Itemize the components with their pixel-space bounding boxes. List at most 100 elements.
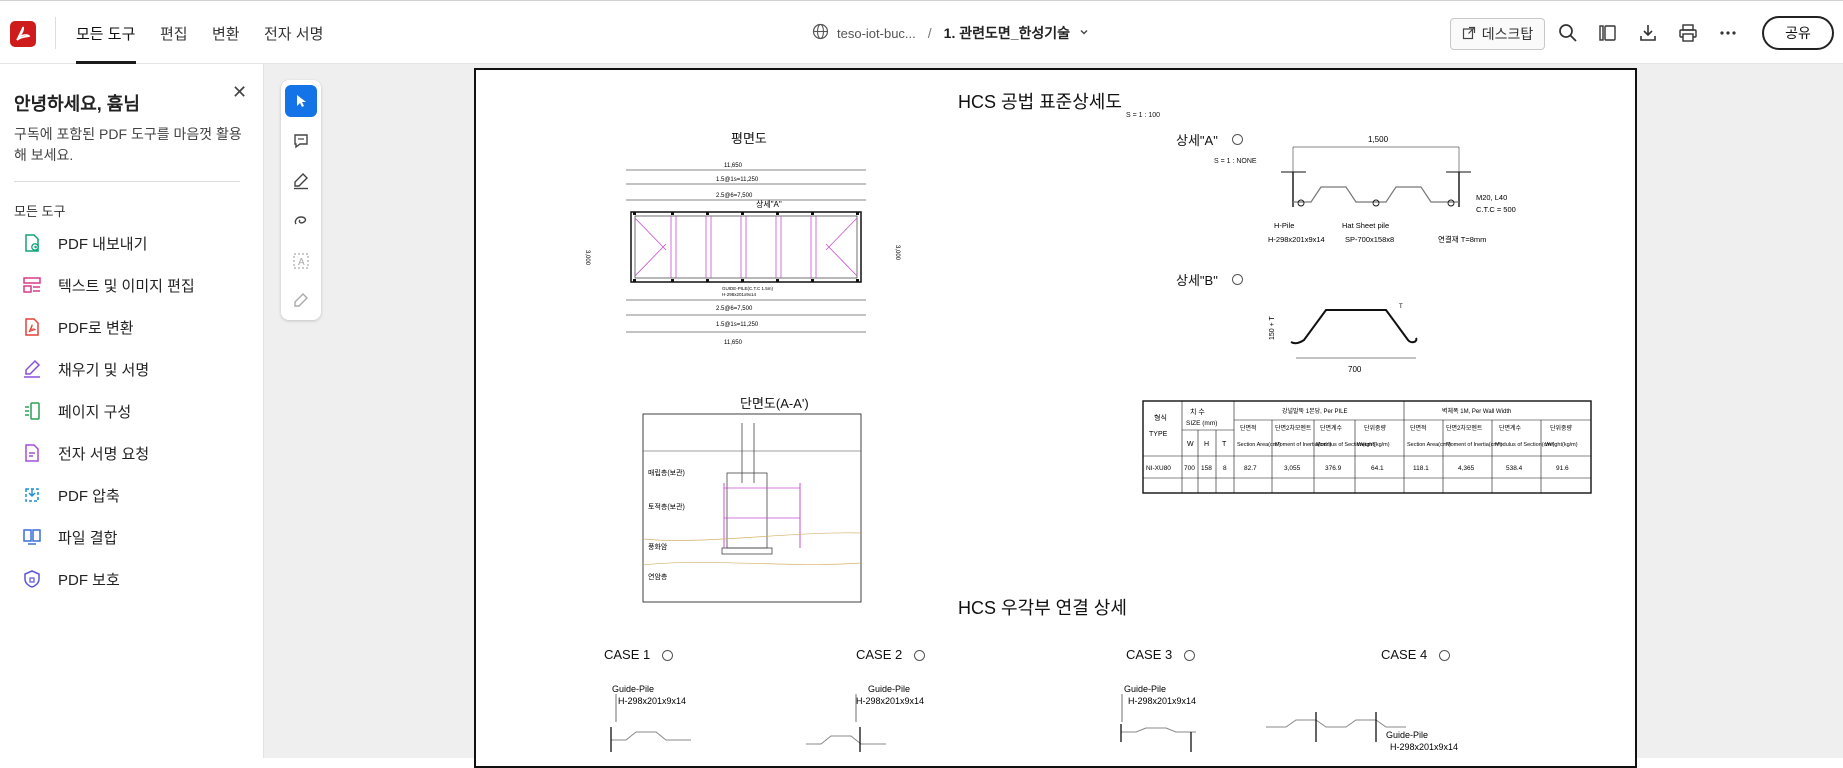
tab-convert[interactable]: 변환 — [212, 26, 240, 43]
table-col-area-en: Section Area(cm²) — [1237, 442, 1281, 448]
svg-text:A: A — [298, 257, 305, 268]
detail-a-marker-icon — [1232, 134, 1243, 145]
table-cell-type: NI-XU80 — [1146, 465, 1171, 472]
table-col-t: T — [1222, 441, 1227, 448]
share-button[interactable]: 공유 — [1762, 16, 1834, 50]
table-col-weight-en: Weight(kg/m) — [1357, 442, 1390, 448]
detail-b-marker-icon — [1232, 274, 1243, 285]
table-cell-weight-2: 91.6 — [1556, 465, 1569, 472]
plan-dim-total: 11,650 — [724, 163, 743, 169]
edit-text-image-icon — [22, 275, 42, 295]
sidebar-item-protect-pdf[interactable]: PDF 보호 — [22, 566, 120, 592]
document-location[interactable]: teso-iot-buc... — [837, 25, 916, 41]
download-icon[interactable] — [1636, 21, 1660, 45]
table-col-inertia-2: 단면2차모멘트 — [1446, 424, 1483, 432]
table-col-inertia-en-2: Moment of Inertia(cm⁴) — [1446, 441, 1502, 448]
case-2-guide-pile: Guide-Pile — [868, 684, 910, 694]
table-cell-area: 82.7 — [1244, 465, 1257, 472]
table-col-area-2: 단면적 — [1410, 424, 1427, 432]
chevron-down-icon[interactable] — [1078, 25, 1090, 41]
search-icon[interactable] — [1556, 21, 1580, 45]
plan-dim-mid: 2.5@6=7,500 — [716, 193, 753, 199]
select-tool-icon[interactable] — [285, 85, 317, 117]
request-esign-icon — [22, 443, 42, 463]
plan-dim-spacing-bottom: 1.5@1s=11,250 — [716, 322, 759, 328]
table-col-weight: 단위중량 — [1364, 424, 1387, 432]
tab-esign[interactable]: 전자 서명 — [264, 26, 324, 43]
table-col-area: 단면적 — [1240, 424, 1257, 432]
fill-sign-icon — [22, 359, 42, 379]
table-type-header: 형식 — [1154, 413, 1167, 422]
detail-a-hpile-size: H-298x201x9x14 — [1268, 235, 1325, 244]
highlight-tool-icon[interactable] — [285, 165, 317, 197]
table-type-header-en: TYPE — [1149, 431, 1168, 438]
sidebar-item-label: PDF 압축 — [58, 487, 120, 505]
sidebar-divider — [14, 181, 240, 182]
detail-b-width-dim: 700 — [1348, 365, 1362, 374]
detail-a-drawing: 1,500 M20, L40 C.T.C = 500 H-Pile H-298x… — [1268, 135, 1516, 244]
sidebar-item-request-esign[interactable]: 전자 서명 요청 — [22, 440, 149, 466]
sidebar-item-label: 텍스트 및 이미지 편집 — [58, 277, 195, 295]
text-select-tool-icon[interactable]: A — [285, 245, 317, 277]
section-view-title: 단면도(A-A') — [740, 396, 809, 411]
table-group-per-wall: 벽체폭 1M, Per Wall Width — [1442, 407, 1511, 415]
case-2-label: CASE 2 — [856, 647, 903, 662]
top-bar: 모든 도구 편집 변환 전자 서명 teso-iot-buc... / 1. 관… — [0, 0, 1843, 64]
table-size-header-en: SIZE (mm) — [1186, 420, 1217, 427]
spec-table: 형식 TYPE 치 수 SIZE (mm) 강널말뚝 1본당, Per PILE… — [1142, 400, 1592, 494]
logo-separator — [55, 17, 56, 49]
breadcrumb-separator: / — [927, 25, 932, 41]
pages-icon[interactable] — [1596, 21, 1620, 45]
sidebar-item-label: PDF 보호 — [58, 571, 120, 589]
case-1-guide-pile: Guide-Pile — [612, 684, 654, 694]
all-tools-heading: 모든 도구 — [14, 204, 66, 219]
comment-tool-icon[interactable] — [285, 125, 317, 157]
document-title[interactable]: 1. 관련도면_한성기술 — [943, 25, 1071, 41]
plan-guide-pile-size: H-298x201x9x14 — [722, 292, 757, 297]
case-4-guide-pile: Guide-Pile — [1386, 730, 1428, 740]
acrobat-logo-icon[interactable] — [10, 21, 36, 47]
detail-a-bolt: M20, L40 — [1476, 193, 1507, 202]
tab-edit[interactable]: 편집 — [160, 26, 188, 43]
sidebar-item-fill-sign[interactable]: 채우기 및 서명 — [22, 356, 149, 382]
drawing-title-corner: HCS 우각부 연결 상세 — [958, 598, 1127, 618]
sidebar-item-organize-pages[interactable]: 페이지 구성 — [22, 398, 131, 424]
table-col-modulus: 단면계수 — [1320, 424, 1343, 432]
detail-b-title: 상세"B" — [1176, 273, 1218, 288]
table-col-weight-2: 단위중량 — [1550, 424, 1573, 432]
draw-tool-icon[interactable] — [285, 205, 317, 237]
sidebar-item-edit-text-image[interactable]: 텍스트 및 이미지 편집 — [22, 272, 195, 298]
detail-a-hpile: H-Pile — [1274, 221, 1294, 230]
table-cell-inertia: 3,055 — [1284, 465, 1301, 472]
sidebar-item-label: 파일 결합 — [58, 529, 118, 547]
section-view-drawing: 매립층(보관) 토적층(보관) 풍화암 연암층 — [642, 413, 862, 603]
drawing-title-main: HCS 공법 표준상세도 — [958, 92, 1122, 112]
globe-icon — [812, 23, 829, 43]
print-icon[interactable] — [1676, 21, 1700, 45]
sidebar-item-export-pdf[interactable]: PDF 내보내기 — [22, 230, 147, 256]
sign-tool-icon[interactable] — [285, 285, 317, 317]
close-icon[interactable]: ✕ — [232, 82, 248, 102]
document-breadcrumb: teso-iot-buc... / 1. 관련도면_한성기술 — [812, 23, 1090, 43]
table-col-modulus-2: 단면계수 — [1499, 424, 1522, 432]
case-2-marker-icon — [914, 650, 925, 661]
more-icon[interactable] — [1716, 21, 1740, 45]
sidebar-item-label: 페이지 구성 — [58, 403, 132, 421]
sidebar-item-compress-pdf[interactable]: PDF 압축 — [22, 482, 120, 508]
open-desktop-button[interactable]: 데스크탑 — [1450, 18, 1545, 50]
sidebar-item-create-pdf[interactable]: PDF로 변환 — [22, 314, 134, 340]
detail-a-scale: S = 1 : NONE — [1214, 158, 1257, 165]
create-pdf-icon — [22, 317, 42, 337]
plan-view-drawing: 11,650 1.5@1s=11,250 2.5@6=7,500 상세"A" G… — [584, 163, 900, 346]
greeting-subtitle: 구독에 포함된 PDF 도구를 마음껏 활용해 보세요. — [14, 126, 242, 163]
detail-b-height-dim: 150 + T — [1269, 315, 1276, 340]
plan-dim-left: 3,000 — [584, 250, 590, 266]
open-external-icon — [1462, 26, 1476, 43]
detail-a-hat-sheet-size: SP-700x158x8 — [1345, 235, 1394, 244]
table-col-area-en-2: Section Area(cm²) — [1407, 442, 1451, 448]
annotation-tool-rail: A — [281, 80, 321, 320]
tab-all-tools[interactable]: 모든 도구 — [76, 26, 136, 43]
detail-b-drawing: 150 + T T 700 — [1269, 304, 1418, 374]
sidebar-item-combine-files[interactable]: 파일 결합 — [22, 524, 117, 550]
detail-a-ctc: C.T.C = 500 — [1476, 205, 1516, 214]
